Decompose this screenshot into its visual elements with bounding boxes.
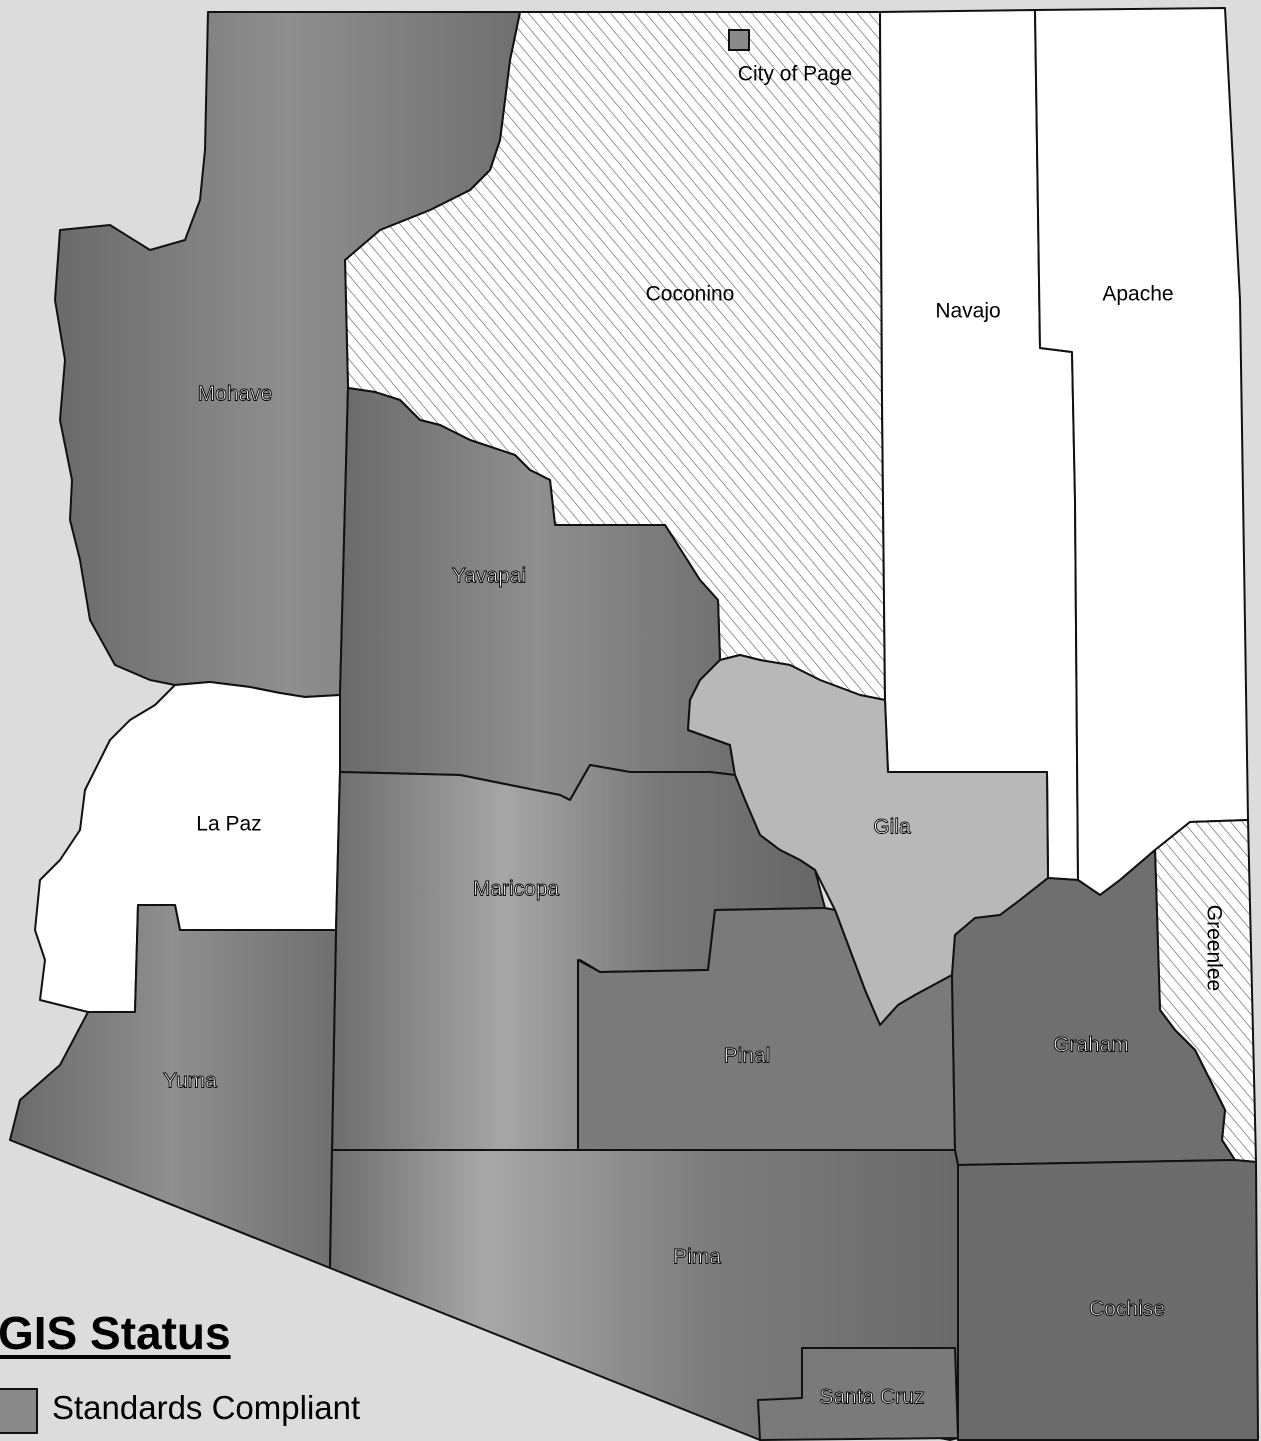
- label-la-paz: La Paz: [196, 813, 261, 836]
- county-santa-cruz[interactable]: [757, 1347, 959, 1441]
- label-greenlee: Greenlee: [1202, 905, 1225, 991]
- label-coconino: Coconino: [646, 283, 735, 306]
- legend-title: GIS Status: [0, 1307, 231, 1359]
- label-mohave: Mohave: [198, 383, 273, 406]
- label-maricopa: Maricopa: [473, 878, 560, 901]
- label-pima: Pima: [673, 1246, 721, 1269]
- label-yuma: Yuma: [163, 1070, 217, 1093]
- city-of-page-label: City of Page: [738, 63, 852, 86]
- county-cochise[interactable]: [957, 1159, 1259, 1441]
- label-yavapai: Yavapai: [452, 565, 526, 588]
- label-cochise: Cochise: [1089, 1298, 1165, 1321]
- county-graham[interactable]: [951, 849, 1236, 1166]
- label-navajo: Navajo: [935, 300, 1000, 323]
- label-pinal: Pinal: [724, 1045, 771, 1068]
- label-graham: Graham: [1053, 1034, 1129, 1057]
- county-yuma[interactable]: [9, 904, 337, 1269]
- legend-label-compliant: Standards Compliant: [52, 1389, 361, 1426]
- label-apache: Apache: [1102, 283, 1173, 306]
- label-santa-cruz: Santa Cruz: [819, 1386, 924, 1409]
- legend-swatch-compliant: [0, 1388, 38, 1434]
- city-of-page-marker[interactable]: [728, 29, 750, 51]
- label-gila: Gila: [873, 816, 911, 839]
